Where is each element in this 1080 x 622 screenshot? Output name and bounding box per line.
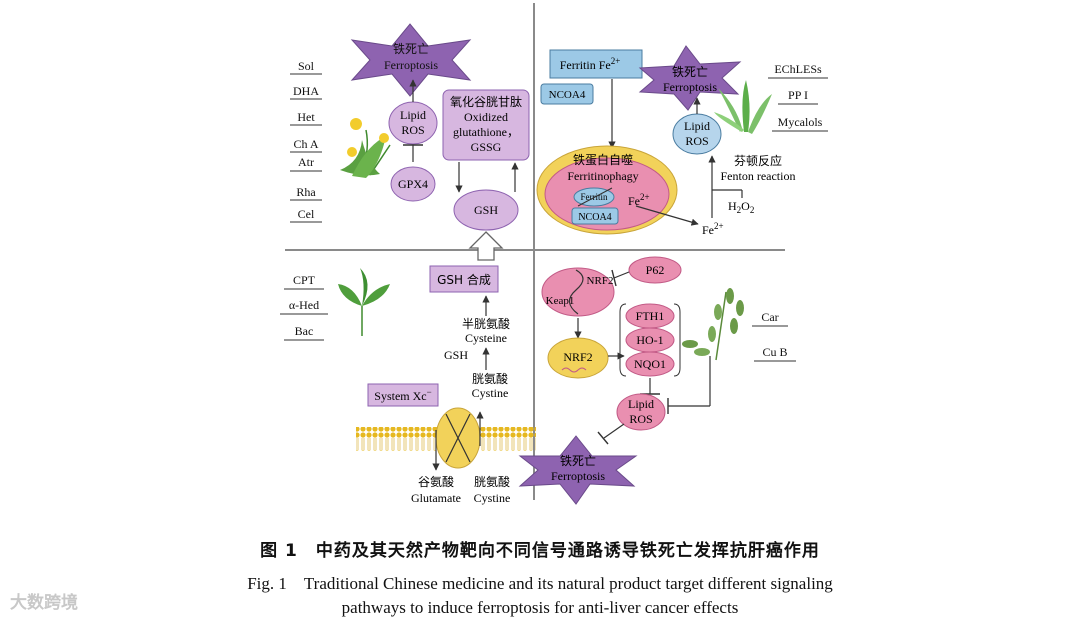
- dandelion-plant-icon: [340, 118, 391, 178]
- h2o2-label: H2O2: [728, 199, 754, 215]
- compound-car: Car: [761, 310, 778, 324]
- ros-br: ROS: [629, 412, 652, 426]
- gsh-synthesis-box: [429, 265, 499, 293]
- ros-tl: ROS: [401, 123, 424, 137]
- compound-ahed: α-Hed: [289, 298, 319, 312]
- ferroptosis-star-tl: [350, 23, 472, 97]
- gsh-synthesis-label: GSH 合成: [437, 272, 491, 287]
- fe2-label: Fe2+: [702, 221, 724, 237]
- system-xc-label: System Xc−: [374, 387, 431, 403]
- cystine2-en: Cystine: [474, 491, 511, 505]
- ncoa4-inner-label: NCOA4: [578, 212, 611, 223]
- quadrant-bottom-right: P62 NRF2 Keap1 NRF2 FTH1 HO-1 NQO1 Lipid…: [518, 256, 796, 505]
- keap1-label: Keap1: [546, 295, 575, 307]
- ferroptosis-star-tr: [638, 45, 742, 111]
- compound-cha: Ch A: [293, 137, 318, 151]
- p62-node: [628, 256, 682, 284]
- cystine2-cn: 胱氨酸: [474, 474, 510, 489]
- compound-rha: Rha: [296, 185, 316, 199]
- figure-caption-en-line2: pathways to induce ferroptosis for anti-…: [341, 598, 739, 617]
- gssg-en-1: Oxidized: [464, 110, 508, 124]
- ferroptosis-cn-tr: 铁死亡: [672, 65, 708, 79]
- lipid-tr: Lipid: [684, 119, 710, 133]
- keap1-nrf2-complex: [541, 267, 615, 317]
- quadrant-bottom-left: CPT α-Hed Bac GSH 合成 半胱氨酸 Cysteine GSH 胱…: [280, 265, 536, 505]
- ferroptosis-en-tl: Ferroptosis: [384, 58, 438, 72]
- nrf2-nucleus-label: NRF2: [563, 350, 592, 364]
- compound-mycalols: Mycalols: [778, 115, 823, 129]
- gsh-label-tl: GSH: [474, 203, 498, 217]
- gssg-en-3: GSSG: [471, 140, 502, 154]
- ferroptosis-cn-tl: 铁死亡: [393, 42, 429, 56]
- hollow-up-arrow: [468, 231, 504, 261]
- ferritinophagy-cn: 铁蛋白自噬: [573, 152, 633, 167]
- gpx4-label: GPX4: [398, 177, 428, 191]
- fth1-label: FTH1: [636, 309, 665, 323]
- ros-tr: ROS: [685, 134, 708, 148]
- lipid-ros-br: [616, 393, 666, 431]
- cystine-cn: 胱氨酸: [472, 371, 508, 386]
- lipid-br: Lipid: [628, 397, 654, 411]
- compound-dha: DHA: [293, 84, 319, 98]
- ncoa4-label: NCOA4: [549, 89, 586, 101]
- nqo1-node: [625, 351, 675, 377]
- lipid-tl: Lipid: [400, 108, 426, 122]
- compound-list-br: Car Cu B: [752, 310, 796, 362]
- aloe-plant-icon: [714, 80, 772, 134]
- ho1-label: HO-1: [636, 333, 663, 347]
- cysteine-en: Cysteine: [465, 331, 507, 345]
- system-xc-box: [367, 383, 439, 407]
- glutamate-cn: 谷氨酸: [418, 474, 454, 489]
- ferritin-fe-label: Ferritin Fe2+: [560, 56, 621, 72]
- compound-bac: Bac: [295, 324, 314, 338]
- figure-caption-cn: 图 1 中药及其天然产物靶向不同信号通路诱导铁死亡发挥抗肝癌作用: [260, 541, 820, 561]
- ferroptosis-en-tr: Ferroptosis: [663, 80, 717, 94]
- target-genes: FTH1 HO-1 NQO1: [619, 303, 681, 377]
- fe-inner-label: Fe2+: [628, 192, 650, 208]
- ncoa4-inner-box: [571, 207, 619, 225]
- gpx4-node: [390, 166, 436, 202]
- compound-atr: Atr: [298, 155, 314, 169]
- compound-ppi: PP I: [788, 88, 808, 102]
- ferroptosis-en-br: Ferroptosis: [551, 469, 605, 483]
- p62-label: P62: [646, 263, 665, 277]
- ferritin-fe-box: [549, 49, 643, 79]
- compound-cpt: CPT: [293, 273, 316, 287]
- gssg-en-2: glutathione，: [453, 125, 519, 139]
- ferroptosis-cn-br: 铁死亡: [560, 454, 596, 468]
- fenton-en: Fenton reaction: [721, 169, 796, 183]
- ferritinophagy-en: Ferritinophagy: [567, 169, 638, 183]
- compound-list-tr: EChLESs PP I Mycalols: [768, 62, 828, 132]
- ivy-leaf-icon: [338, 268, 390, 336]
- nqo1-label: NQO1: [634, 357, 666, 371]
- nrf2-complex-label: NRF2: [587, 275, 614, 287]
- cystine-en: Cystine: [472, 386, 509, 400]
- gsh-label-bl: GSH: [444, 348, 468, 362]
- ferroptosis-star-br: [518, 435, 638, 505]
- quadrant-top-left: 铁死亡 Ferroptosis Sol DHA Het Ch A Atr Rha…: [290, 23, 530, 261]
- compound-cel: Cel: [298, 207, 315, 221]
- compound-cub: Cu B: [762, 345, 787, 359]
- figure-caption-en-line1: Fig. 1 Traditional Chinese medicine and …: [247, 574, 833, 593]
- herb-plant-icon: [682, 288, 744, 361]
- cysteine-cn: 半胱氨酸: [462, 316, 510, 331]
- gssg-cn: 氧化谷胱甘肽: [450, 94, 522, 109]
- compound-list-tl: Sol DHA Het Ch A Atr Rha Cel: [290, 59, 322, 223]
- compound-echless: EChLESs: [774, 62, 822, 76]
- watermark: 大数跨境: [10, 593, 78, 613]
- glutamate-en: Glutamate: [411, 491, 461, 505]
- fenton-cn: 芬顿反应: [734, 153, 782, 168]
- gssg-box: [442, 89, 530, 161]
- quadrant-top-right: Ferritin Fe2+ NCOA4 铁死亡 Ferroptosis EChL…: [536, 45, 828, 237]
- gsh-node-tl: [453, 189, 519, 231]
- compound-sol: Sol: [298, 59, 315, 73]
- nrf2-nucleus: [547, 337, 609, 379]
- compound-list-bl: CPT α-Hed Bac: [280, 273, 328, 341]
- compound-het: Het: [297, 110, 315, 124]
- ncoa4-box: [540, 83, 594, 105]
